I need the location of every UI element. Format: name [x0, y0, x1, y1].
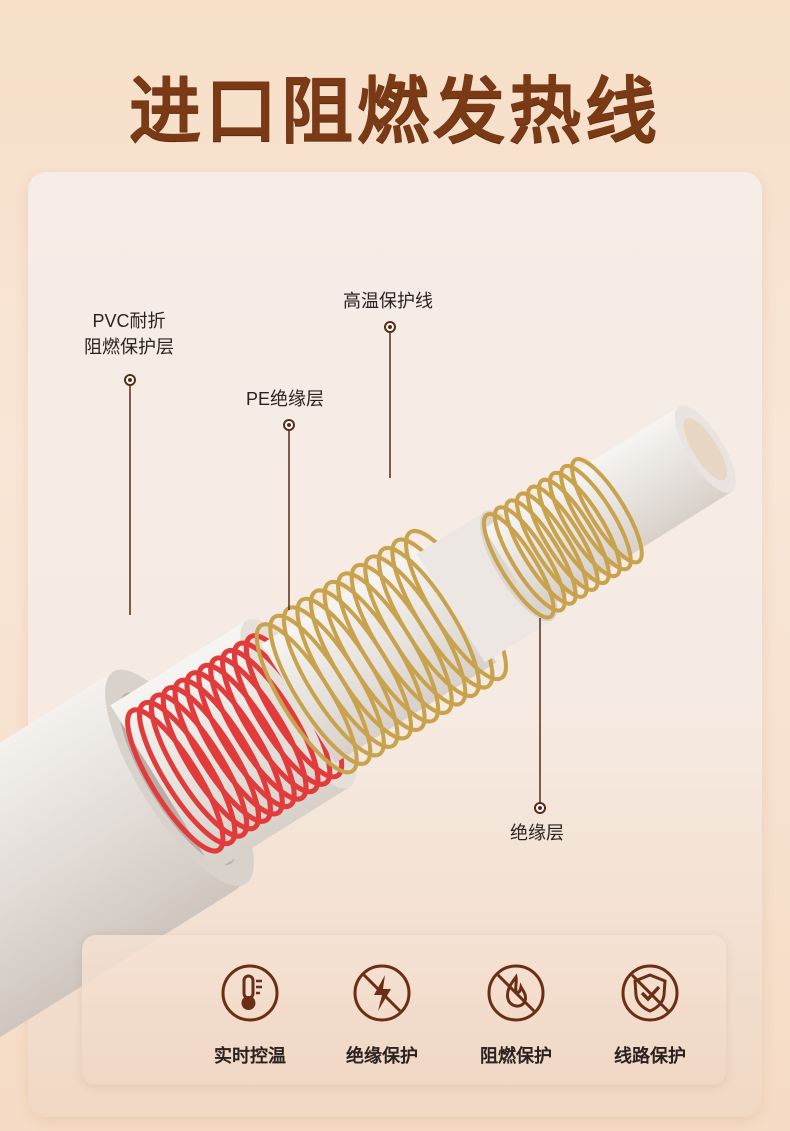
- check-shield-icon: [621, 964, 679, 1022]
- coil-ring: [503, 498, 578, 606]
- feature-circuit-protection: 线路保护: [580, 963, 720, 1068]
- label-insulation: 绝缘层: [510, 823, 564, 843]
- feature-panel: 实时控温 绝缘保护 阻燃保护 线路保护: [82, 935, 726, 1085]
- coil-ring: [172, 677, 273, 824]
- inner-core: [261, 543, 497, 763]
- coil-ring: [125, 707, 226, 854]
- coil-ring: [559, 463, 633, 572]
- coil-ring: [148, 692, 250, 839]
- lightning-shield-icon: [353, 964, 411, 1022]
- feature-label: 阻燃保护: [480, 1046, 552, 1066]
- coil-ring: [376, 545, 481, 699]
- thermometer-icon: [221, 964, 279, 1022]
- insulation-sleeve: [416, 511, 553, 663]
- feature-label: 实时控温: [214, 1046, 286, 1066]
- coil-ring: [492, 505, 567, 613]
- coil-ring: [525, 484, 600, 592]
- coil-ring: [537, 477, 611, 586]
- callout-pe: [283, 419, 295, 610]
- callout-high-temp: [384, 321, 396, 478]
- coil-ring: [184, 670, 285, 817]
- callout-insulation: [534, 618, 546, 814]
- feature-insulation-protection: 绝缘保护: [312, 963, 452, 1068]
- coil-ring: [196, 662, 297, 810]
- innermost-tube-hole: [683, 418, 727, 481]
- flame-shield-icon: [487, 964, 545, 1022]
- page-title: 进口阻燃发热线: [128, 69, 661, 153]
- coil-ring: [137, 699, 238, 847]
- feature-flame-retardant: 阻燃保护: [446, 963, 586, 1068]
- label-pvc-line1: PVC耐折: [92, 311, 166, 331]
- feature-label: 绝缘保护: [346, 1046, 418, 1066]
- gold-protection-wire: [254, 528, 508, 775]
- feature-temp-control: 实时控温: [180, 963, 320, 1068]
- coil-ring: [548, 470, 622, 579]
- label-pvc: PVC耐折 阻燃保护层: [84, 308, 174, 360]
- innermost-tube: [483, 406, 732, 614]
- coil-ring: [208, 655, 309, 802]
- label-pe: PE绝缘层: [246, 389, 325, 409]
- label-pvc-line2: 阻燃保护层: [84, 337, 174, 357]
- label-high-temp: 高温保护线: [343, 291, 433, 311]
- coil-ring: [570, 457, 644, 565]
- callout-pvc: [124, 374, 136, 615]
- coil-ring: [481, 512, 556, 620]
- gold-protection-wire-inner: [481, 457, 644, 620]
- coil-ring: [160, 685, 262, 832]
- coil-ring: [514, 491, 589, 599]
- feature-label: 线路保护: [614, 1046, 686, 1066]
